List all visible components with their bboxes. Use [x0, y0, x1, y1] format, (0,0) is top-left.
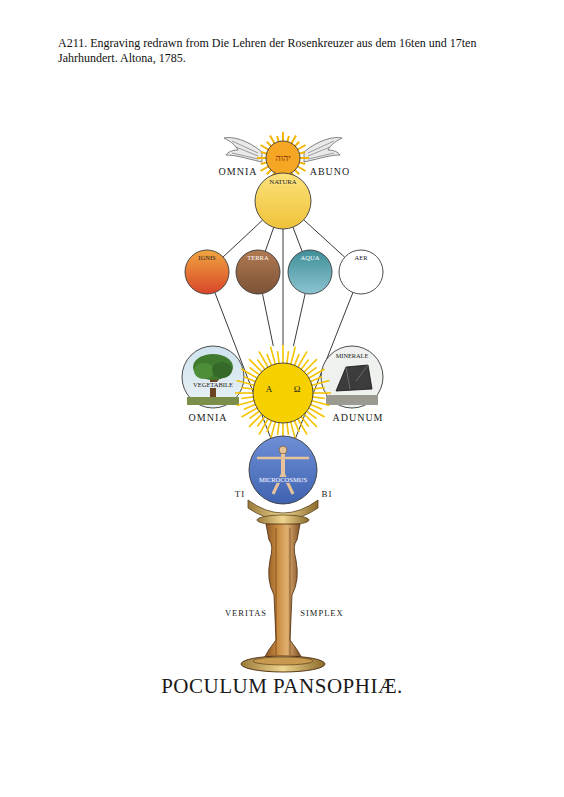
chalice	[241, 500, 325, 672]
connector-stroke	[265, 227, 273, 251]
node-label: MICROCOSMUS	[258, 477, 308, 484]
circle-node: VEGETABILE	[182, 346, 244, 408]
connector-stroke	[293, 227, 302, 251]
node-label: AQUA	[300, 255, 321, 262]
motto-word: BI	[322, 490, 333, 499]
node-label: TERRA	[246, 255, 269, 262]
motto-word: VERITAS	[225, 609, 267, 618]
connector-line	[283, 229, 284, 345]
circle-shape	[182, 346, 244, 408]
circle-node: AER	[339, 250, 383, 294]
circle-shape	[249, 436, 317, 504]
motto-word: ADUNUM	[333, 413, 384, 423]
connector-line	[262, 294, 273, 346]
connector-stroke	[262, 294, 273, 346]
motto-word: SIMPLEX	[300, 609, 343, 618]
node-label: A	[265, 385, 274, 394]
connector-stroke	[283, 229, 284, 345]
node-label: VEGETABILE	[192, 382, 234, 389]
circle-shape	[235, 345, 331, 441]
node-label: Ω	[293, 385, 302, 394]
connector-stroke	[293, 293, 305, 346]
caption: A211. Engraving redrawn from Die Lehren …	[58, 36, 528, 66]
motto-word: OMNIA	[189, 413, 228, 423]
node-label: NATURA	[268, 179, 297, 186]
motto-word: OMNIA	[219, 167, 258, 177]
circle-node: NATURA	[255, 173, 311, 229]
circle-node: AΩ	[235, 345, 331, 441]
circle-node: TERRA	[236, 250, 280, 294]
circle-node: IGNIS	[185, 250, 229, 294]
connector-line	[265, 227, 273, 251]
circle-node: AQUA	[288, 250, 332, 294]
connector-line	[293, 293, 305, 346]
circle-node: MINERALE	[321, 346, 383, 408]
node-label: יהוה	[274, 154, 291, 163]
node-label: MINERALE	[335, 353, 370, 359]
node-label: AER	[354, 255, 369, 262]
circle-node: MICROCOSMUS	[249, 436, 317, 504]
motto-word: ABUNO	[310, 167, 351, 177]
title: POCULUM PANSOPHIÆ.	[0, 674, 564, 699]
motto-word: TI	[235, 490, 246, 499]
node-label: IGNIS	[197, 255, 216, 262]
connector-line	[293, 227, 302, 251]
